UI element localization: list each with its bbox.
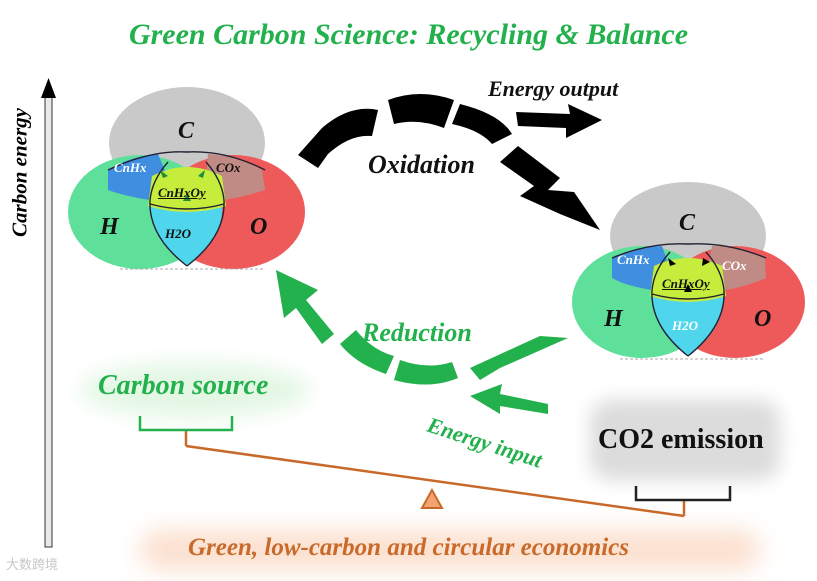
balance-fulcrum (420, 487, 444, 509)
ho-overlap (652, 296, 724, 356)
left-venn-h2o-label: H2O (165, 226, 191, 241)
balance-scale (184, 430, 686, 518)
right-venn-h-label: H (604, 306, 623, 332)
economics-glow (140, 530, 760, 570)
right-venn-cnhx-label: CnHx (617, 252, 650, 267)
right-venn-h2o-label: H2O (672, 318, 698, 333)
carbon-source-pan (138, 416, 234, 432)
carbon-source-glow (80, 362, 310, 418)
ho-overlap (150, 206, 223, 266)
right-venn-o-label: O (754, 306, 772, 332)
left-venn-cox-label: COx (216, 160, 241, 175)
left-venn-o-label: O (250, 214, 268, 240)
co2-emission-label: CO2 emission (598, 424, 764, 455)
venn-right (572, 182, 805, 360)
economics-label: Green, low-carbon and circular economics (188, 534, 629, 561)
left-venn-h-label: H (100, 214, 119, 240)
carbon-energy-axis (41, 78, 56, 548)
title: Green Carbon Science: Recycling & Balanc… (128, 18, 689, 51)
co2-emission-pan (634, 486, 732, 502)
watermark: 大数跨境 (6, 558, 59, 573)
center-overlap (650, 258, 726, 302)
right-venn-c-label: C (679, 210, 696, 236)
oxidation-label: Oxidation (368, 150, 475, 179)
venn-left (68, 87, 305, 270)
center-overlap (148, 167, 226, 212)
co2-emission-glow (590, 400, 780, 480)
right-venn-cnhxoy-label: CnHxOy (662, 276, 710, 291)
left-venn-cnhxoy-label: CnHxOy (158, 185, 206, 200)
reduction-label: Reduction (362, 318, 472, 347)
right-venn-cox-label: COx (722, 258, 747, 273)
left-venn-c-label: C (178, 118, 195, 144)
oxidation-arrow (298, 94, 602, 230)
reduction-arrow (276, 270, 568, 414)
left-venn-cnhx-label: CnHx (114, 160, 147, 175)
carbon-source-label: Carbon source (98, 370, 269, 401)
energy-output-label: Energy output (488, 76, 619, 101)
balance-beam (185, 444, 685, 518)
